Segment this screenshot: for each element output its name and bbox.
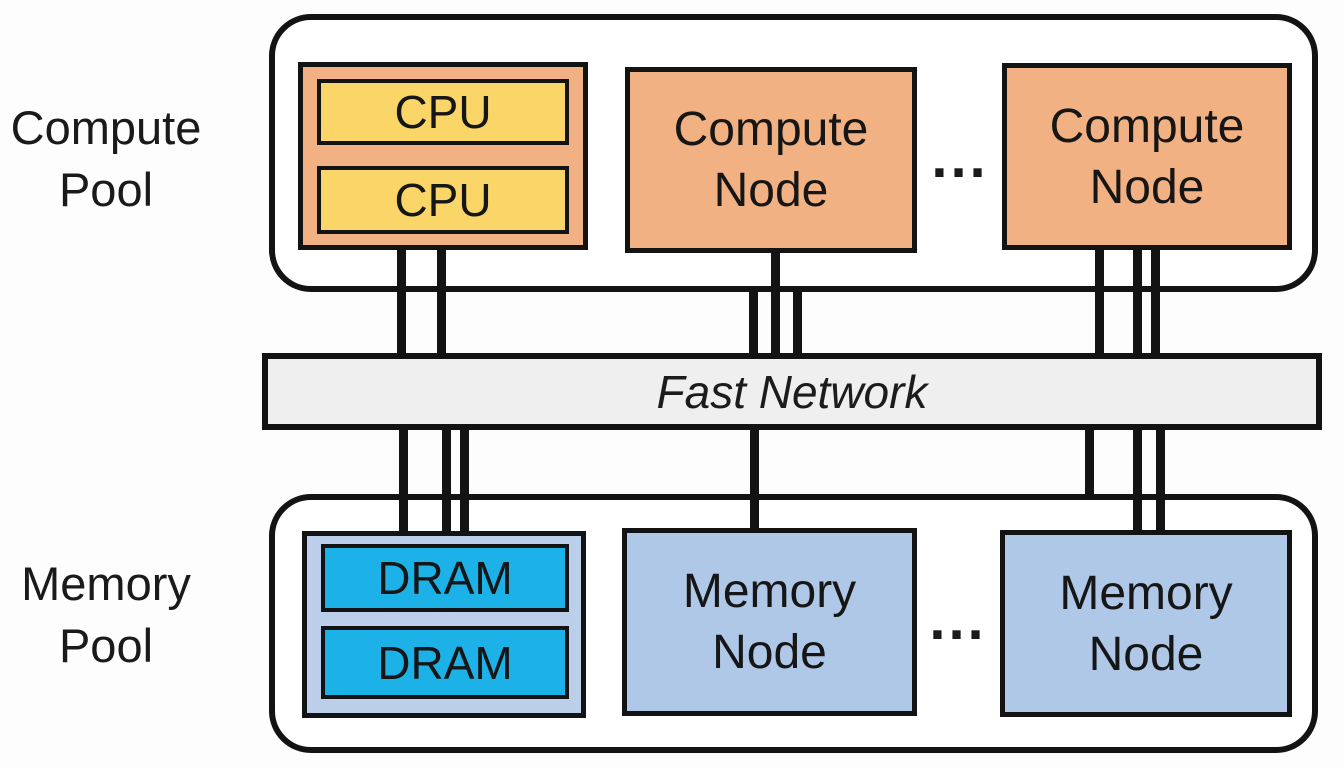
connector-line: [749, 289, 758, 356]
cpu-box-2: CPU: [317, 166, 569, 234]
cpu-box-1: CPU: [317, 79, 569, 145]
compute-node-2-label: Compute Node: [673, 103, 869, 217]
cpu-compute-node: CPU CPU: [298, 62, 588, 250]
dram-label-2: DRAM: [377, 636, 513, 689]
connector-line: [771, 249, 780, 356]
connector-line: [750, 426, 759, 532]
dram-memory-node: DRAM DRAM: [302, 531, 586, 718]
memory-pool-label-line1: Memory: [21, 557, 191, 610]
connector-line: [397, 246, 406, 356]
memory-node-3: Memory Node: [1000, 530, 1292, 717]
dram-label-1: DRAM: [377, 552, 513, 604]
connector-line: [1133, 426, 1142, 534]
memory-node-2-label: Memory Node: [682, 565, 857, 679]
connector-line: [399, 426, 408, 535]
connector-line: [442, 426, 451, 535]
cpu-label-2: CPU: [394, 174, 492, 226]
compute-node-3: Compute Node: [1002, 63, 1292, 250]
memory-node-2: Memory Node: [622, 528, 917, 716]
compute-pool-label-line1: Compute: [10, 101, 202, 154]
memory-node-3-label: Memory Node: [1059, 566, 1233, 681]
connector-line: [1085, 426, 1094, 498]
compute-pool-label: Compute Pool: [0, 97, 212, 221]
memory-ellipsis: ...: [929, 587, 987, 652]
connector-line: [460, 426, 469, 535]
dram-box-1: DRAM: [321, 544, 569, 612]
connector-line: [1095, 243, 1104, 356]
compute-node-3-label: Compute Node: [1049, 99, 1245, 214]
compute-node-2: Compute Node: [625, 67, 917, 253]
memory-pool-label: Memory Pool: [0, 553, 212, 677]
connector-line: [793, 289, 802, 356]
cpu-label-1: CPU: [394, 86, 492, 138]
fast-network-label: Fast Network: [656, 365, 928, 418]
connector-line: [437, 246, 446, 356]
dram-box-2: DRAM: [321, 626, 569, 699]
compute-ellipsis: ...: [931, 125, 989, 190]
fast-network-bar: Fast Network: [262, 353, 1322, 430]
connector-line: [1133, 243, 1142, 356]
connector-line: [1156, 426, 1165, 534]
compute-pool-label-line2: Pool: [58, 163, 154, 216]
memory-pool-label-line2: Pool: [58, 619, 154, 672]
connector-line: [1151, 243, 1160, 356]
